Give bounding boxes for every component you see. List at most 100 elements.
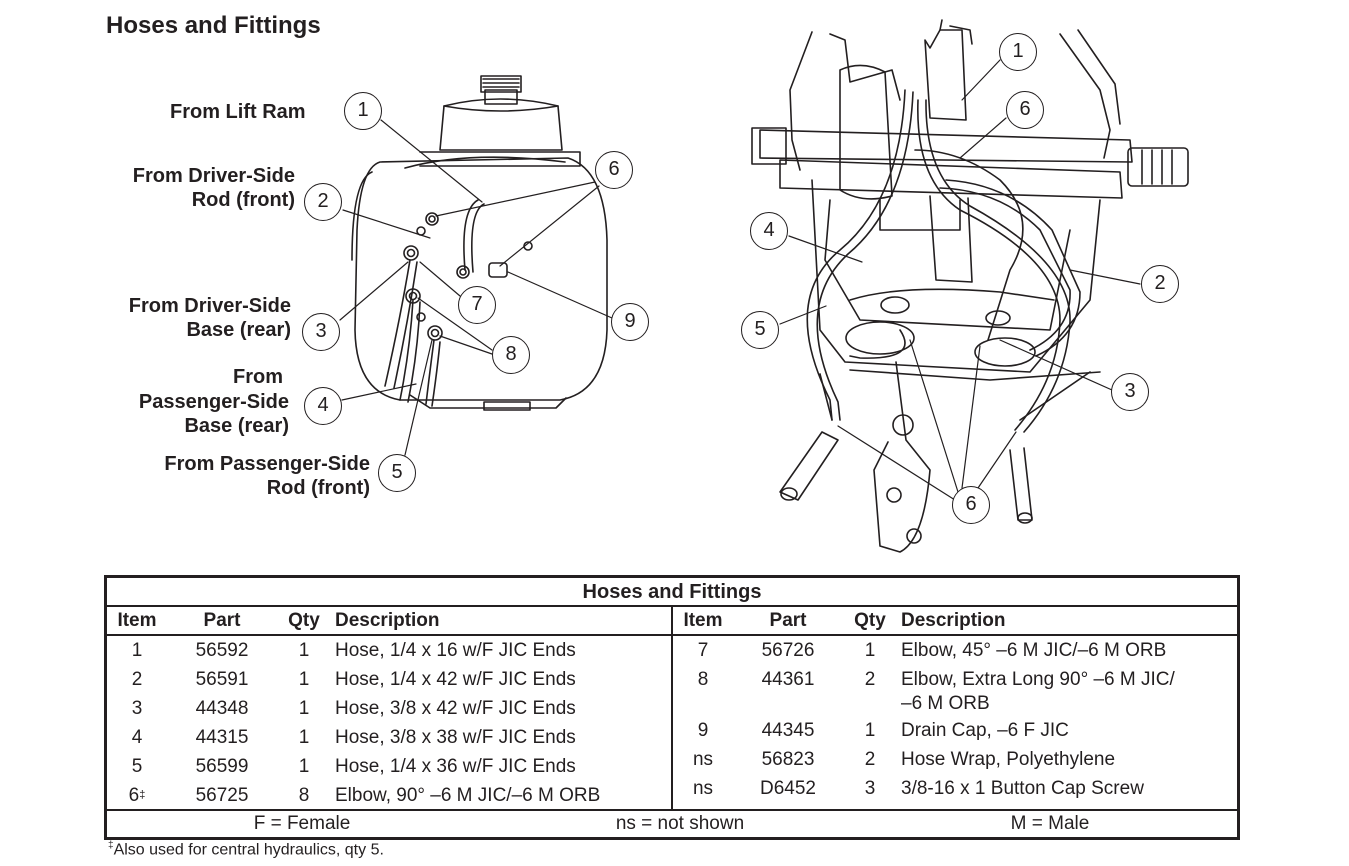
header-part: Part [203, 610, 241, 631]
callout-5-right: 5 [741, 311, 779, 349]
cell-description: Hose, 1/4 x 16 w/F JIC Ends [335, 640, 576, 661]
cell-qty: 1 [298, 640, 310, 661]
callout-5-left: 5 [378, 454, 416, 492]
cell-description: Hose Wrap, Polyethylene [901, 749, 1116, 770]
footnote-text: Also used for central hydraulics, qty 5. [113, 841, 384, 859]
cell-part: 56823 [761, 749, 815, 770]
cell-qty: 1 [298, 756, 310, 777]
header-description: Description [335, 610, 440, 631]
label-from-lift-ram: From Lift Ram [170, 101, 306, 123]
cell-item: 6‡ [107, 784, 167, 810]
cell-description: Drain Cap, –6 F JIC [901, 720, 1069, 741]
cell-item: 3 [131, 698, 143, 719]
table-row: 8 44361 2 Elbow, Extra Long 90° –6 M JIC… [673, 665, 1237, 716]
table-row: 4 44315 1 Hose, 3/8 x 38 w/F JIC Ends [107, 723, 671, 752]
cell-part: D6452 [760, 778, 816, 799]
callout-3-right: 3 [1111, 373, 1149, 411]
cell-description-line1: Elbow, Extra Long 90° –6 M JIC/ [901, 669, 1175, 690]
legend-not-shown: ns = not shown [615, 813, 745, 834]
label-driver-side-rod: From Driver-Side Rod (front) [132, 165, 295, 211]
cell-item: 1 [131, 640, 143, 661]
table-row: ns D6452 3 3/8-16 x 1 Button Cap Screw [673, 774, 1237, 803]
header-qty: Qty [854, 610, 886, 631]
callout-8-left: 8 [492, 336, 530, 374]
table-row: 6‡ 56725 8 Elbow, 90° –6 M JIC/–6 M ORB [107, 781, 671, 810]
right-leader-lines [779, 59, 1141, 501]
callout-2-left: 2 [304, 183, 342, 221]
cell-description: Hose, 1/4 x 36 w/F JIC Ends [335, 756, 576, 777]
cell-qty: 1 [864, 640, 876, 661]
callout-1-left: 1 [344, 92, 382, 130]
callout-4-right: 4 [750, 212, 788, 250]
cell-item: ns [692, 778, 714, 799]
cell-part: 56725 [195, 785, 249, 806]
cell-item: 8 [697, 669, 709, 690]
footnote: ‡Also used for central hydraulics, qty 5… [108, 840, 384, 859]
callout-9-left: 9 [611, 303, 649, 341]
cell-qty: 2 [864, 669, 876, 690]
label-passenger-side-base: From Passenger-Side Base (rear) [138, 366, 289, 437]
callout-4-left: 4 [304, 387, 342, 425]
table-row: ns 56823 2 Hose Wrap, Polyethylene [673, 745, 1237, 774]
header-qty: Qty [288, 610, 320, 631]
cell-description: 3/8-16 x 1 Button Cap Screw [901, 778, 1144, 799]
cell-part: 56726 [761, 640, 815, 661]
table-row: 1 56592 1 Hose, 1/4 x 16 w/F JIC Ends [107, 636, 671, 665]
table-row: 9 44345 1 Drain Cap, –6 F JIC [673, 716, 1237, 745]
header-description: Description [901, 610, 1006, 631]
cell-description: Hose, 1/4 x 42 w/F JIC Ends [335, 669, 576, 690]
cell-part: 44348 [195, 698, 249, 719]
cell-part: 56592 [195, 640, 249, 661]
left-leader-lines [339, 119, 613, 456]
table-header-left: Item Part Qty Description [107, 607, 671, 636]
cell-item: 5 [131, 756, 143, 777]
cell-description-line2: –6 M ORB [901, 693, 990, 714]
cell-qty: 1 [298, 698, 310, 719]
footnote-symbol: ‡ [108, 840, 114, 851]
cell-qty: 1 [298, 669, 310, 690]
legend-female: F = Female [253, 813, 351, 834]
cell-qty: 2 [864, 749, 876, 770]
cell-description: Elbow, Extra Long 90° –6 M JIC/ –6 M ORB [897, 668, 1237, 716]
table-legend: F = Female ns = not shown M = Male [107, 811, 1237, 837]
cell-description: Hose, 3/8 x 38 w/F JIC Ends [335, 727, 576, 748]
cell-description: Elbow, 45° –6 M JIC/–6 M ORB [901, 640, 1167, 661]
table-row: 5 56599 1 Hose, 1/4 x 36 w/F JIC Ends [107, 752, 671, 781]
cell-item: 2 [131, 669, 143, 690]
cell-description: Elbow, 90° –6 M JIC/–6 M ORB [335, 785, 601, 806]
table-header-right: Item Part Qty Description [673, 607, 1237, 636]
cell-item: ns [692, 749, 714, 770]
cell-part: 56591 [195, 669, 249, 690]
page-title: Hoses and Fittings [106, 12, 321, 39]
cell-item-value: 6 [128, 785, 140, 806]
table-row: 7 56726 1 Elbow, 45° –6 M JIC/–6 M ORB [673, 636, 1237, 665]
header-item: Item [683, 610, 723, 631]
callout-1-right: 1 [999, 33, 1037, 71]
table-left-half: Item Part Qty Description 1 56592 1 Hose… [107, 607, 673, 809]
table-title: Hoses and Fittings [107, 578, 1237, 607]
cell-part: 44345 [761, 720, 815, 741]
parts-table: Hoses and Fittings Item Part Qty Descrip… [104, 575, 1240, 840]
label-driver-side-base: From Driver-Side Base (rear) [128, 295, 291, 341]
callout-6-right-top: 6 [1006, 91, 1044, 129]
legend-male: M = Male [1010, 813, 1090, 834]
table-row: 3 44348 1 Hose, 3/8 x 42 w/F JIC Ends [107, 694, 671, 723]
header-item: Item [117, 610, 157, 631]
cell-qty: 3 [864, 778, 876, 799]
callout-2-right: 2 [1141, 265, 1179, 303]
cell-qty: 1 [864, 720, 876, 741]
cell-qty: 1 [298, 727, 310, 748]
callout-6-left: 6 [595, 151, 633, 189]
cell-qty: 8 [298, 785, 310, 806]
cell-part: 44315 [195, 727, 249, 748]
cell-part: 56599 [195, 756, 249, 777]
header-part: Part [769, 610, 807, 631]
table-row: 2 56591 1 Hose, 1/4 x 42 w/F JIC Ends [107, 665, 671, 694]
label-passenger-side-rod: From Passenger-Side Rod (front) [164, 453, 370, 499]
cell-item: 7 [697, 640, 709, 661]
mower-lift-illustration [751, 19, 1189, 553]
cell-item: 9 [697, 720, 709, 741]
cell-item: 4 [131, 727, 143, 748]
reservoir-tank-illustration [351, 75, 608, 411]
cell-part: 44361 [761, 669, 815, 690]
